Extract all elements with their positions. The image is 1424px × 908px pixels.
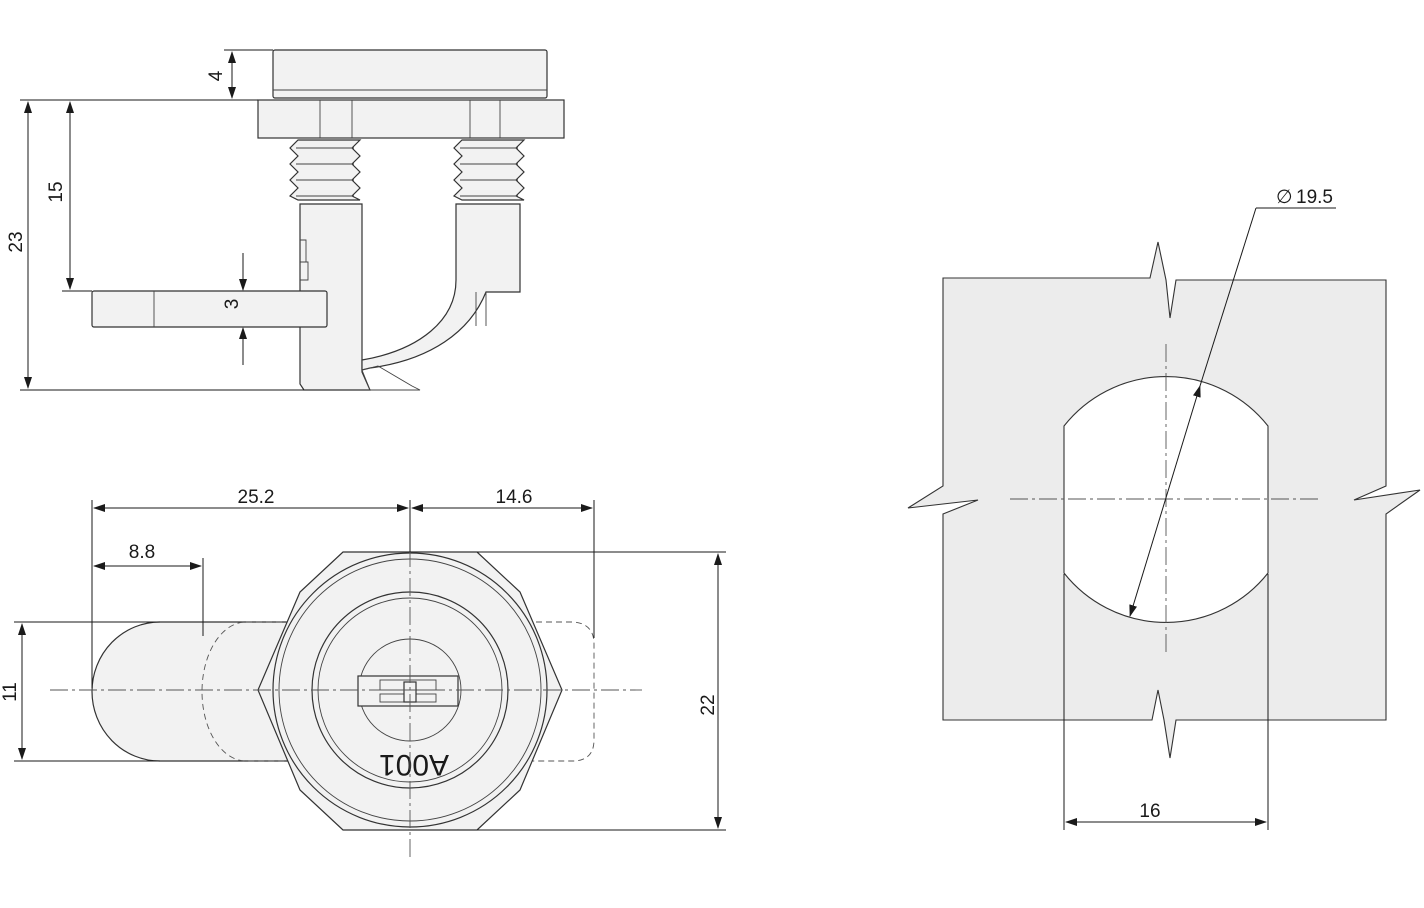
dim-opposite-reach: 14.6: [496, 487, 533, 508]
keyway: [357, 675, 459, 707]
front-view: A001 25.2 14.6 8.8 11 22: [0, 487, 726, 858]
dim-hole-diameter: 19.5: [1296, 187, 1333, 208]
cam-front: [91, 621, 291, 762]
dim-overall-height: 23: [6, 231, 27, 252]
key-code-engraving: A001: [379, 748, 449, 781]
dim-hole-diameter-symbol: ∅: [1276, 187, 1293, 208]
dim-head-height: 4: [206, 70, 227, 81]
dim-cam-offset: 8.8: [129, 542, 155, 563]
hex-nut-profile: [257, 99, 565, 139]
side-view: 4 23 15 3: [6, 49, 565, 391]
thread-left: [288, 139, 362, 201]
thread-right: [452, 139, 526, 201]
panel-plate: [907, 241, 1421, 759]
dim-flat-width: 16: [1139, 801, 1160, 822]
panel-cutout-view: ∅ 19.5 16: [907, 187, 1421, 830]
dim-cam-width: 11: [0, 682, 21, 702]
lock-head-cap: [272, 49, 548, 99]
dim-thread-length: 15: [46, 181, 67, 202]
dim-hex-across: 22: [698, 694, 719, 715]
cam-tongue-profile: [91, 290, 328, 328]
dim-cam-thickness: 3: [222, 299, 243, 310]
dim-cam-reach: 25.2: [238, 487, 275, 508]
